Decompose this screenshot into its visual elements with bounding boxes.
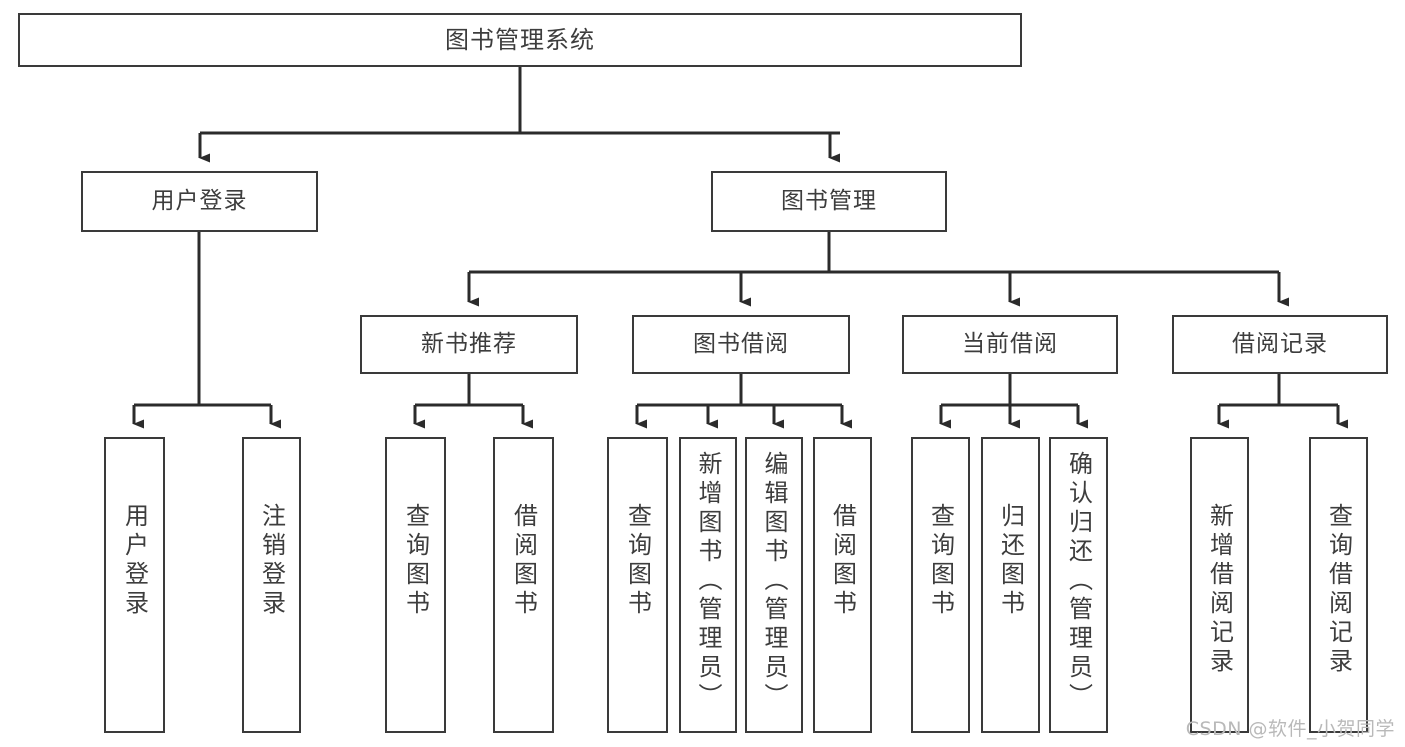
leaf-book-borrow-edit-admin[interactable]: 编辑图书（管理员） [745, 437, 803, 733]
node-label: 图书管理系统 [445, 25, 595, 54]
leaf-book-borrow-lend[interactable]: 借阅图书 [813, 437, 872, 733]
leaf-borrow-record-add[interactable]: 新增借阅记录 [1190, 437, 1249, 733]
node-new-book-recommend[interactable]: 新书推荐 [360, 315, 578, 374]
edge-group-user-login [132, 232, 281, 429]
node-label: 确认归还（管理员） [1064, 451, 1093, 712]
node-label: 新增借阅记录 [1205, 503, 1234, 677]
node-label: 用户登录 [120, 503, 149, 619]
node-root-library-system[interactable]: 图书管理系统 [18, 13, 1022, 67]
node-label: 图书借阅 [693, 330, 789, 357]
node-label: 查询借阅记录 [1324, 503, 1353, 677]
edge-group-borrow-record [1217, 374, 1348, 429]
node-label: 新增图书（管理员） [694, 451, 722, 712]
node-label: 当前借阅 [962, 330, 1058, 357]
node-label: 借阅图书 [509, 503, 538, 619]
leaf-current-borrow-confirm-admin[interactable]: 确认归还（管理员） [1049, 437, 1108, 733]
node-label: 借阅记录 [1232, 330, 1328, 357]
leaf-current-borrow-return[interactable]: 归还图书 [981, 437, 1040, 733]
edge-group-book-borrow [635, 374, 852, 429]
node-borrow-record[interactable]: 借阅记录 [1172, 315, 1388, 374]
leaf-book-borrow-add-admin[interactable]: 新增图书（管理员） [679, 437, 737, 733]
leaf-current-borrow-query[interactable]: 查询图书 [911, 437, 970, 733]
edge-group-new-book [413, 374, 533, 429]
watermark-text: CSDN @软件_小贺同学 [1185, 718, 1395, 740]
node-book-management[interactable]: 图书管理 [711, 171, 947, 232]
edge-group-root [198, 67, 840, 163]
leaf-book-borrow-query[interactable]: 查询图书 [607, 437, 668, 733]
leaf-new-book-query[interactable]: 查询图书 [385, 437, 446, 733]
node-label: 查询图书 [623, 503, 652, 619]
leaf-new-book-borrow[interactable]: 借阅图书 [493, 437, 554, 733]
node-label: 查询图书 [401, 503, 430, 619]
leaf-user-login-signout[interactable]: 注销登录 [242, 437, 301, 733]
edge-group-current-borrow [939, 374, 1088, 429]
node-label: 编辑图书（管理员） [760, 451, 788, 712]
node-label: 新书推荐 [421, 330, 517, 357]
node-book-borrow[interactable]: 图书借阅 [632, 315, 850, 374]
node-current-borrow[interactable]: 当前借阅 [902, 315, 1118, 374]
edge-group-book-management [467, 232, 1289, 307]
node-label: 借阅图书 [828, 503, 857, 619]
node-user-login[interactable]: 用户登录 [81, 171, 318, 232]
node-label: 归还图书 [996, 503, 1025, 619]
node-label: 注销登录 [257, 503, 286, 619]
leaf-borrow-record-query[interactable]: 查询借阅记录 [1309, 437, 1368, 733]
node-label: 用户登录 [151, 187, 248, 214]
node-label: 图书管理 [781, 187, 877, 214]
node-label: 查询图书 [926, 503, 955, 619]
leaf-user-login-signin[interactable]: 用户登录 [104, 437, 165, 733]
